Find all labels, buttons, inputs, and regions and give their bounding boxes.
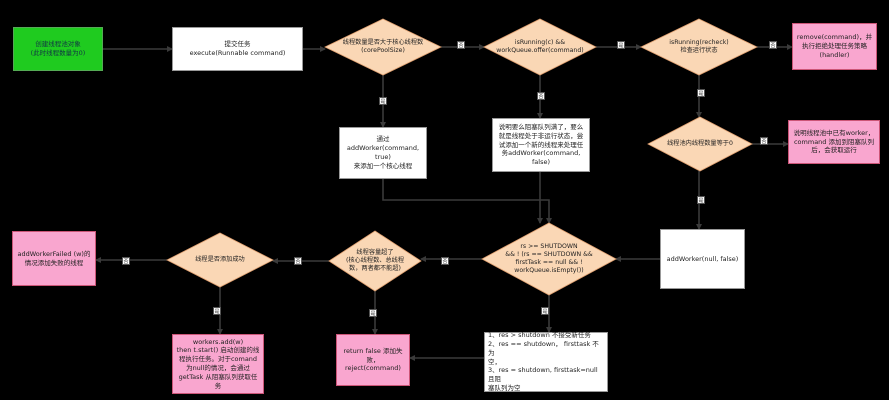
remove-reject-node: remove(command)，并 执行拒绝处理任务策略 (handler) — [792, 23, 877, 70]
add-core-worker-node: 通过 addWorker(command, true) 来添加一个核心线程 — [339, 127, 427, 179]
queue-full-note-node: 说明要么阻塞队列满了，要么 就是线程处于非运行状态，尝 试添加一个新的线程来处理… — [492, 118, 590, 172]
shutdown-note-node: 1、res > shutdown 不接受新任务 2、res == shutdow… — [484, 331, 608, 392]
running-offer-decision: isRunning(c) && workQueue.offer(command) — [496, 38, 584, 54]
flowchart-edges — [95, 44, 793, 361]
check-zero-decision: 线程池内线程数量等于0 — [667, 139, 733, 147]
diamond-check-core — [324, 18, 442, 76]
diamond-recheck — [640, 18, 758, 76]
check-core-decision: 线程数量是否大于核心线程数 (corePoolSize) — [342, 38, 424, 54]
add-worker-failed-node: addWorkerFailed (w)的 情况添加失败的线程 — [12, 231, 96, 286]
label-yes-add-success: 是 — [213, 307, 221, 315]
label-yes-check-zero: 是 — [697, 196, 705, 204]
start-node: 创建线程池对象 (此时线程数量为0) — [13, 27, 103, 71]
diamond-capacity — [328, 230, 422, 292]
label-yes-shutdown: 是 — [541, 307, 549, 315]
label-no-check-core: 否 — [457, 41, 465, 49]
label-no-check-zero: 否 — [760, 137, 768, 145]
label-yes-running-offer: 是 — [617, 41, 625, 49]
diamond-running-offer — [483, 18, 597, 76]
add-success-decision: 线程是否添加成功 — [195, 255, 245, 263]
recheck-decision: isRunning(recheck) 检查运行状态 — [669, 38, 729, 54]
diamond-shutdown — [481, 222, 617, 296]
add-null-worker-node: addWorker(null, false) — [660, 229, 745, 289]
workers-add-node: workers.add(w) then t.start() 启动创建的线 程执行… — [172, 334, 264, 394]
label-no-shutdown: 否 — [441, 257, 449, 265]
capacity-decision: 线程容量超了 (核心线程数、总线程 数，两者都不能超) — [345, 248, 405, 273]
shutdown-decision: rs >= SHUTDOWN && ! (rs == SHUTDOWN && f… — [505, 242, 593, 275]
edge-addcore-shutdown — [382, 179, 552, 224]
label-yes-capacity: 是 — [369, 309, 377, 317]
label-yes-check-core: 是 — [379, 97, 387, 105]
diamond-add-success — [166, 232, 274, 288]
worker-exists-note-node: 说明线程池中已有worker， command 添加到阻塞队列后，会获取运行 — [788, 120, 880, 164]
submit-task-node: 提交任务 execute(Runnable command) — [172, 27, 303, 71]
label-yes-recheck: 是 — [697, 89, 705, 97]
label-no-running-offer: 否 — [537, 92, 545, 100]
flowchart-decisions — [166, 18, 758, 296]
return-false-node: return false 添加失败， reject(command) — [336, 334, 410, 386]
label-no-recheck: 否 — [769, 41, 777, 49]
label-no-capacity: 否 — [294, 257, 302, 265]
label-no-add-success: 否 — [122, 257, 130, 265]
diamond-check-zero — [647, 116, 753, 172]
